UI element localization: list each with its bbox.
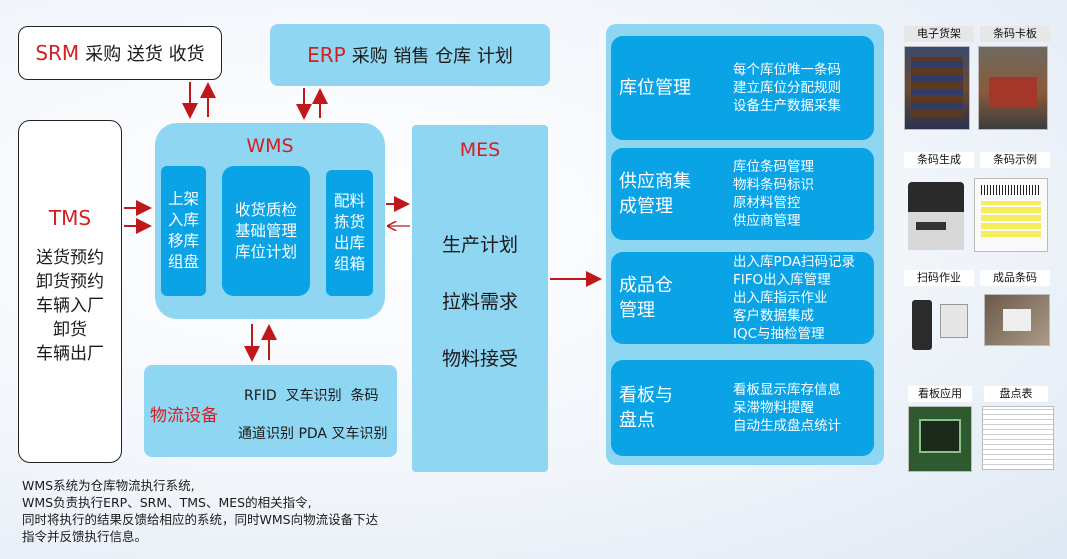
tms-item: 车辆入厂 — [36, 296, 104, 316]
tms-item-list: 送货预约卸货预约车辆入厂卸货车辆出厂 — [19, 246, 121, 366]
module-detail-item: 库位条码管理 — [733, 159, 814, 175]
erp-items: 采购 销售 仓库 计划 — [351, 46, 513, 67]
module-detail-item: 每个库位唯一条码 — [733, 62, 841, 78]
module-title-line: 管理 — [619, 300, 655, 321]
tms-item: 卸货 — [53, 320, 87, 340]
module-detail-item: IQC与抽检管理 — [733, 326, 825, 342]
module-title-line: 成品仓 — [619, 275, 673, 296]
logistics-row2: 通道识别 PDA 叉车识别 — [238, 426, 388, 442]
note-line: 指令并反馈执行信息。 — [22, 529, 148, 544]
wms-function-item: 库位计划 — [234, 242, 297, 261]
module-detail-item: 建立库位分配规则 — [733, 80, 841, 96]
modules-panel: 库位管理每个库位唯一条码建立库位分配规则设备生产数据采集供应商集成管理库位条码管… — [606, 24, 884, 465]
wms-block-picking: 配料拣货出库组箱 — [326, 170, 373, 296]
module-title-line: 成管理 — [619, 196, 673, 217]
module-title-line: 看板与 — [619, 385, 673, 406]
tms-item: 卸货预约 — [36, 272, 104, 292]
note-line: WMS系统为仓库物流执行系统, — [22, 478, 195, 493]
module-details: 库位条码管理物料条码标识原材料管控供应商管理 — [733, 158, 814, 230]
wms-function-item: 配料 — [333, 192, 365, 210]
mes-item: 物料接受 — [441, 348, 518, 370]
mes-item: 生产计划 — [441, 234, 518, 256]
module-block: 供应商集成管理库位条码管理物料条码标识原材料管控供应商管理 — [611, 148, 874, 240]
wms-block-putaway: 上架入库移库组盘 — [161, 166, 206, 296]
module-detail-item: 呆滞物料提醒 — [733, 400, 814, 416]
module-title-line: 库位管理 — [619, 77, 691, 99]
tms-item: 送货预约 — [36, 248, 104, 268]
label-printer-image — [902, 172, 968, 258]
module-title-line: 供应商集 — [619, 171, 691, 192]
thumb-label-3: 条码生成 — [904, 152, 974, 168]
wms-function-item: 移库 — [167, 232, 199, 250]
module-block: 库位管理 每个库位唯一条码建立库位分配规则设备生产数据采集 — [611, 36, 874, 140]
kanban-image — [908, 406, 972, 472]
thumb-label-6: 成品条码 — [980, 270, 1050, 286]
module-title: 看板与盘点 — [619, 383, 673, 433]
logistics-title: 物流设备 — [150, 406, 218, 426]
logistics-box: 物流设备 RFID 叉车识别 条码 通道识别 PDA 叉车识别 — [144, 365, 397, 457]
module-detail-item: 出入库指示作业 — [733, 290, 828, 306]
module-title: 供应商集成管理 — [619, 169, 691, 219]
module-detail-item: 设备生产数据采集 — [733, 98, 841, 114]
tms-box: TMS 送货预约卸货预约车辆入厂卸货车辆出厂 — [18, 120, 122, 463]
module-details: 每个库位唯一条码建立库位分配规则设备生产数据采集 — [733, 61, 841, 115]
wms-block-receiving: 收货质检基础管理库位计划 — [222, 166, 310, 296]
thumb-label-8: 盘点表 — [984, 386, 1048, 402]
srm-label: SRM — [35, 41, 80, 65]
module-title: 成品仓管理 — [619, 273, 673, 323]
mes-item: 拉料需求 — [441, 291, 518, 313]
module-detail-item: 原材料管控 — [733, 195, 801, 211]
inventory-sheet-image — [982, 406, 1054, 470]
module-detail-item: 自动生成盘点统计 — [733, 418, 841, 434]
finished-goods-barcode-image — [984, 294, 1050, 346]
logistics-row1: RFID 叉车识别 条码 — [244, 388, 379, 404]
module-detail-item: FIFO出入库管理 — [733, 272, 831, 288]
module-title-line: 盘点 — [619, 410, 655, 431]
electronic-shelf-image — [904, 46, 970, 130]
wms-function-item: 收货质检 — [234, 200, 297, 219]
srm-box: SRM 采购 送货 收货 — [18, 26, 222, 80]
erp-label: ERP — [307, 43, 346, 67]
wms-function-item: 基础管理 — [234, 221, 297, 240]
thumbnail-grid: 电子货架 条码卡板 条码生成 条码示例 扫码作业 成品条码 看板应用 盘点表 — [900, 26, 1060, 476]
note-line: 同时将执行的结果反馈给相应的系统，同时WMS向物流设备下达 — [22, 512, 379, 527]
mes-box: MES 生产计划拉料需求物料接受 — [412, 125, 548, 472]
thumb-label-2: 条码卡板 — [980, 26, 1050, 42]
wms-function-item: 拣货 — [333, 213, 365, 231]
thumb-label-4: 条码示例 — [980, 152, 1050, 168]
tms-title: TMS — [48, 206, 92, 230]
module-detail-item: 物料条码标识 — [733, 177, 814, 193]
module-detail-item: 看板显示库存信息 — [733, 382, 841, 398]
wms-function-item: 组盘 — [167, 253, 199, 271]
thumb-label-7: 看板应用 — [908, 386, 972, 402]
thumb-label-1: 电子货架 — [904, 26, 974, 42]
tms-item: 车辆出厂 — [36, 344, 104, 364]
barcode-pallet-image — [978, 46, 1048, 130]
module-detail-item: 客户数据集成 — [733, 308, 814, 324]
module-block: 成品仓管理 出入库PDA扫码记录 FIFO出入库管理出入库指示作业客户数据集成 IQC… — [611, 252, 874, 344]
wms-function-item: 组箱 — [333, 255, 365, 273]
wms-function-item: 出库 — [333, 234, 365, 252]
module-title: 库位管理 — [619, 76, 691, 101]
mes-item-list: 生产计划拉料需求物料接受 — [412, 230, 548, 401]
barcode-sample-image — [974, 178, 1048, 252]
wms-function-item: 上架 — [167, 190, 199, 208]
module-details: 出入库PDA扫码记录 FIFO出入库管理出入库指示作业客户数据集成 IQC与抽检管理 — [733, 253, 855, 343]
module-detail-item: 出入库PDA扫码记录 — [733, 254, 856, 270]
erp-box: ERP 采购 销售 仓库 计划 — [270, 24, 550, 86]
module-detail-item: 供应商管理 — [733, 213, 801, 229]
wms-box: WMS 上架入库移库组盘 收货质检基础管理库位计划 配料拣货出库组箱 — [155, 123, 385, 319]
description-note: WMS系统为仓库物流执行系统, WMS负责执行ERP、SRM、TMS、MES的相关… — [22, 477, 502, 545]
module-block: 看板与盘点 看板显示库存信息呆滞物料提醒自动生成盘点统计 — [611, 360, 874, 456]
wms-title: WMS — [246, 135, 294, 157]
scanning-image — [904, 292, 970, 352]
mes-title: MES — [459, 139, 501, 161]
wms-function-item: 入库 — [167, 211, 199, 229]
srm-items: 采购 送货 收货 — [85, 44, 205, 65]
thumb-label-5: 扫码作业 — [904, 270, 974, 286]
module-details: 看板显示库存信息呆滞物料提醒自动生成盘点统计 — [733, 381, 841, 435]
note-line: WMS负责执行ERP、SRM、TMS、MES的相关指令, — [22, 495, 312, 510]
